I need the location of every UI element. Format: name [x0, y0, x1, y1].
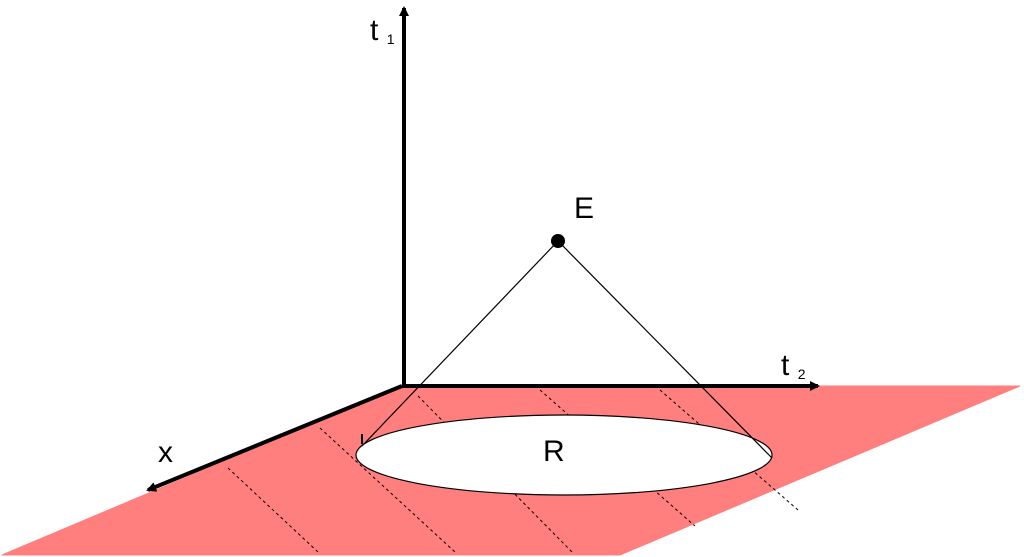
region-ellipse — [355, 414, 773, 496]
cone-line-left — [361, 240, 559, 447]
vertex-point — [551, 234, 565, 248]
vertex-label: E — [574, 192, 594, 225]
region-label: R — [543, 435, 565, 468]
x-axis — [146, 384, 403, 492]
t2-label-main: t — [781, 349, 790, 382]
t1-label-sub: 1 — [387, 31, 395, 47]
x-label: x — [158, 436, 173, 469]
t1-label: t 1 — [370, 14, 395, 47]
dashed-line-2 — [319, 427, 456, 553]
dashed-line-1 — [227, 467, 319, 553]
cone-line-right — [557, 240, 773, 459]
t2-label: t 2 — [781, 349, 806, 382]
t1-label-main: t — [370, 14, 379, 47]
t2-label-sub: 2 — [798, 366, 806, 382]
